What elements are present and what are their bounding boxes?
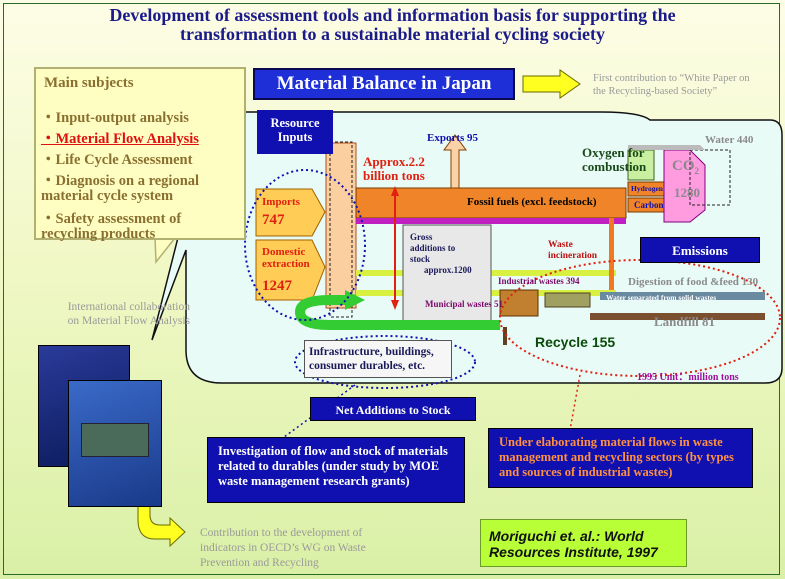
gross-line-1: Gross <box>410 232 433 242</box>
subject-item: ・Input-output analysis <box>41 110 189 126</box>
investigation-box: Investigation of flow and stock of mater… <box>207 437 465 503</box>
title-line-1: Development of assessment tools and info… <box>109 5 676 25</box>
oxygen-line-2: combustion <box>582 159 647 174</box>
carbon-label: Carbon <box>634 200 664 210</box>
water-separated-label: Water separated from solid wastes <box>606 293 717 302</box>
slide-title: Development of assessment tools and info… <box>0 6 785 44</box>
water-label: Water 440 <box>705 134 754 146</box>
white-paper-line-1: First contribution to “White Paper on <box>593 73 750 84</box>
international-note: International collaboration on Material … <box>5 300 190 328</box>
hydrogen-label: Hydrogen <box>631 184 663 193</box>
infra-line-1: Infrastructure, buildings, <box>309 346 434 358</box>
co2-label: CO2 <box>672 158 699 176</box>
recycle-arrow <box>294 295 500 330</box>
infrastructure-box: Infrastructure, buildings, consumer dura… <box>304 340 452 378</box>
citation-line-2: Resources Institute, 1997 <box>489 544 658 560</box>
subject-item: ・Life Cycle Assessment <box>41 152 193 168</box>
white-paper-arrow <box>522 69 581 99</box>
co2-value: 1280 <box>674 185 700 200</box>
main-subjects-box: Main subjects ・Input-output analysis ・Ma… <box>34 67 246 242</box>
domestic-line-2: extraction <box>262 258 310 270</box>
oecd-line-1: Contribution to the development of <box>200 527 363 539</box>
gross-line-3: stock <box>410 254 430 264</box>
emissions-label: Emissions <box>640 237 760 263</box>
waste-incin-line-2: incineration <box>548 251 598 261</box>
international-line-2: on Material Flow Analysis <box>67 315 190 327</box>
international-line-1: International collaboration <box>67 301 190 313</box>
oecd-arrow <box>135 497 186 548</box>
gross-additions-label: Gross additions to stock approx.1200 <box>410 232 472 276</box>
digestion-label: Digestion of food &feed 130 <box>628 276 759 288</box>
co2-sub: 2 <box>694 166 700 176</box>
domestic-label: Domestic extraction <box>262 246 310 270</box>
exports-arrow <box>443 134 467 189</box>
resource-inputs-line-2: Inputs <box>277 130 313 144</box>
subject-item: ・Safety assessment of <box>41 211 182 227</box>
fossil-fuels-label: Fossil fuels (excl. feedstock) <box>467 196 597 208</box>
gross-line-2: additions to <box>410 243 456 253</box>
oxygen-label: Oxygen for combustion <box>582 146 646 174</box>
resource-inputs-line-1: Resource <box>270 116 320 130</box>
main-subjects-heading: Main subjects <box>44 75 134 91</box>
oecd-line-3: Prevention and Recycling <box>200 557 319 569</box>
subject-item: material cycle system <box>41 188 174 204</box>
imports-value: 747 <box>262 212 285 228</box>
exports-label: Exports 95 <box>427 132 479 144</box>
subject-item: ・Diagnosis on a regional <box>41 173 200 189</box>
imports-label: Imports <box>262 196 300 208</box>
net-additions-label: Net Additions to Stock <box>310 397 476 421</box>
resource-inputs-label: Resource Inputs <box>257 110 333 154</box>
domestic-line-1: Domestic <box>262 246 306 258</box>
white-paper-line-2: the Recycling-based Society” <box>593 86 718 97</box>
elaborating-box: Under elaborating material flows in wast… <box>488 428 753 488</box>
approx-line-2: billion tons <box>363 168 425 183</box>
municipal-wastes-label: Municipal wastes 51 <box>425 299 504 309</box>
citation-line-1: Moriguchi et. al.: World <box>489 528 644 544</box>
citation-box: Moriguchi et. al.: World Resources Insti… <box>480 519 687 567</box>
waste-incineration-label: Waste incineration <box>548 240 597 262</box>
approx-line-1: Approx.2.2 <box>363 154 425 169</box>
approx-total-label: Approx.2.2 billion tons <box>363 155 425 183</box>
year-unit-label: 1995 Unit：million tons <box>637 372 739 383</box>
waste-incin-line-1: Waste <box>548 240 573 250</box>
material-balance-title: Material Balance in Japan <box>253 68 515 100</box>
oxygen-line-1: Oxygen for <box>582 145 645 160</box>
oecd-line-2: indicators in OECD’s WG on Waste <box>200 542 366 554</box>
domestic-value: 1247 <box>262 278 292 294</box>
landfill-label: Landfill 81 <box>654 314 716 329</box>
white-paper-note: First contribution to “White Paper on th… <box>593 72 785 98</box>
book-cover-front <box>68 380 162 507</box>
subject-item-mfa: ・Material Flow Analysis <box>41 131 199 147</box>
gross-line-4: approx.1200 <box>424 265 472 275</box>
industrial-wastes-label: Industrial wastes 394 <box>498 276 580 286</box>
infra-line-2: consumer durables, etc. <box>309 360 426 372</box>
imports-shape <box>255 188 326 237</box>
water-band <box>628 145 705 150</box>
oecd-note: Contribution to the development of indic… <box>200 526 410 571</box>
title-line-2: transformation to a sustainable material… <box>180 24 605 44</box>
co2-text: CO <box>672 158 695 174</box>
recycle-label: Recycle 155 <box>535 334 616 350</box>
subject-item: recycling products <box>41 226 156 242</box>
